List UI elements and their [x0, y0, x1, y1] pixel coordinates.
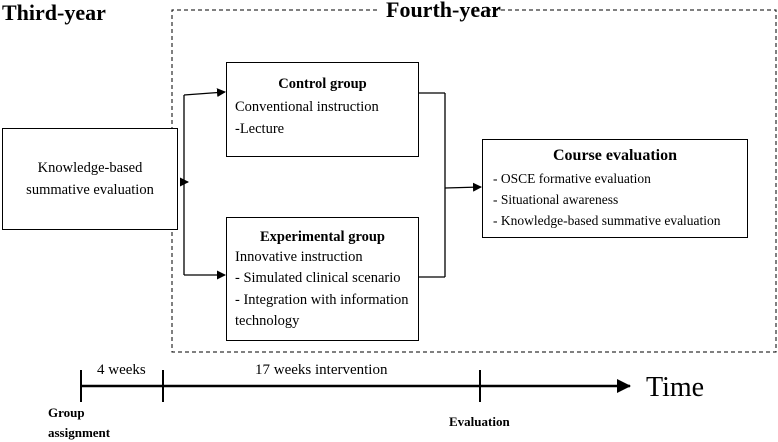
arrow-to-course-evaluation — [444, 182, 482, 192]
timeline-segment-4-weeks: 4 weeks — [97, 362, 146, 378]
knowledge-box-line-2: summative evaluation — [26, 182, 154, 198]
arrow-to-control — [183, 88, 226, 98]
timeline-segment-17-weeks: 17 weeks intervention — [255, 362, 388, 378]
course-evaluation-line-3: - Knowledge-based summative evaluation — [493, 213, 721, 228]
control-group-line-1: Conventional instruction — [235, 99, 379, 115]
course-evaluation-line-2: - Situational awareness — [493, 192, 619, 207]
experimental-group-box: Experimental group Innovative instructio… — [226, 217, 419, 341]
marker-group-line-2: assignment — [48, 425, 111, 440]
experimental-group-line-4: technology — [235, 313, 300, 329]
fourth-year-frame — [171, 9, 777, 353]
experimental-group-line-2: - Simulated clinical scenario — [235, 270, 401, 286]
control-group-box: Control group Conventional instruction -… — [226, 62, 419, 157]
course-evaluation-box: Course evaluation - OSCE formative evalu… — [482, 139, 748, 238]
control-group-line-2: -Lecture — [235, 121, 285, 137]
marker-group-line-1: Group — [48, 405, 85, 420]
knowledge-based-box: Knowledge-based summative evaluation — [2, 128, 178, 230]
experimental-group-line-3: - Integration with information — [235, 292, 409, 308]
knowledge-box-line-1: Knowledge-based — [37, 160, 143, 176]
course-evaluation-line-1: - OSCE formative evaluation — [493, 171, 651, 186]
control-group-title: Control group — [278, 76, 367, 92]
experimental-group-line-1: Innovative instruction — [235, 249, 363, 265]
fourth-year-heading: Fourth-year — [381, 0, 506, 23]
timeline-axis-label: Time — [646, 372, 705, 403]
experimental-group-title: Experimental group — [260, 229, 385, 245]
course-evaluation-title: Course evaluation — [553, 147, 677, 164]
marker-evaluation: Evaluation — [449, 414, 510, 429]
third-year-heading: Third-year — [2, 0, 106, 25]
